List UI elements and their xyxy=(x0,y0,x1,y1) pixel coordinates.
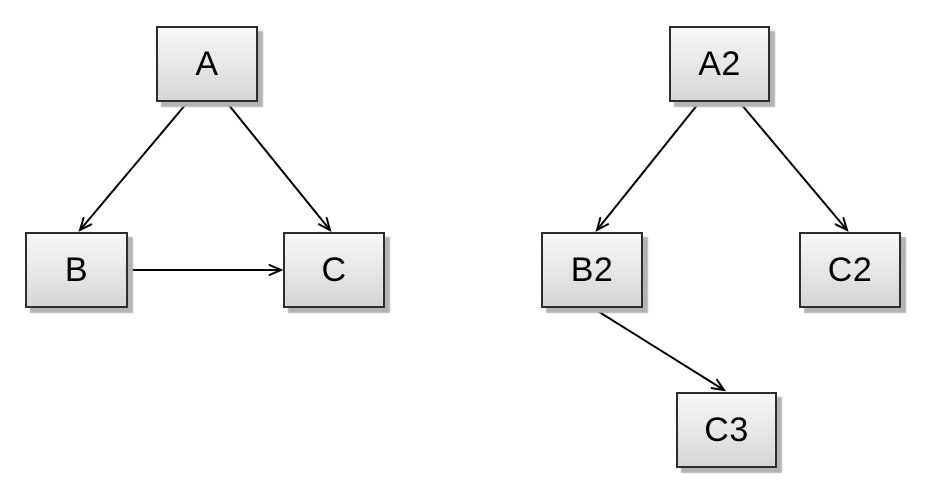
node-C3: C3 xyxy=(676,392,777,468)
edge-A-to-C xyxy=(227,103,332,232)
node-A: A xyxy=(156,26,258,102)
node-label: C2 xyxy=(827,251,873,289)
node-label: A xyxy=(195,45,219,83)
edge-A2-to-B2 xyxy=(595,103,699,232)
node-label: B xyxy=(64,251,89,289)
node-A2: A2 xyxy=(669,26,770,102)
edge-group xyxy=(78,103,849,392)
edge-B2-to-C3 xyxy=(595,309,727,392)
node-label: C3 xyxy=(704,411,749,449)
node-B2: B2 xyxy=(541,232,643,308)
node-label: A2 xyxy=(698,45,741,83)
edge-A-to-B xyxy=(78,103,187,232)
node-C: C xyxy=(283,232,385,308)
node-label: C xyxy=(321,251,347,289)
node-label: B2 xyxy=(570,251,614,289)
node-C2: C2 xyxy=(799,232,901,308)
node-B: B xyxy=(25,232,128,308)
edge-A2-to-C2 xyxy=(740,103,849,232)
